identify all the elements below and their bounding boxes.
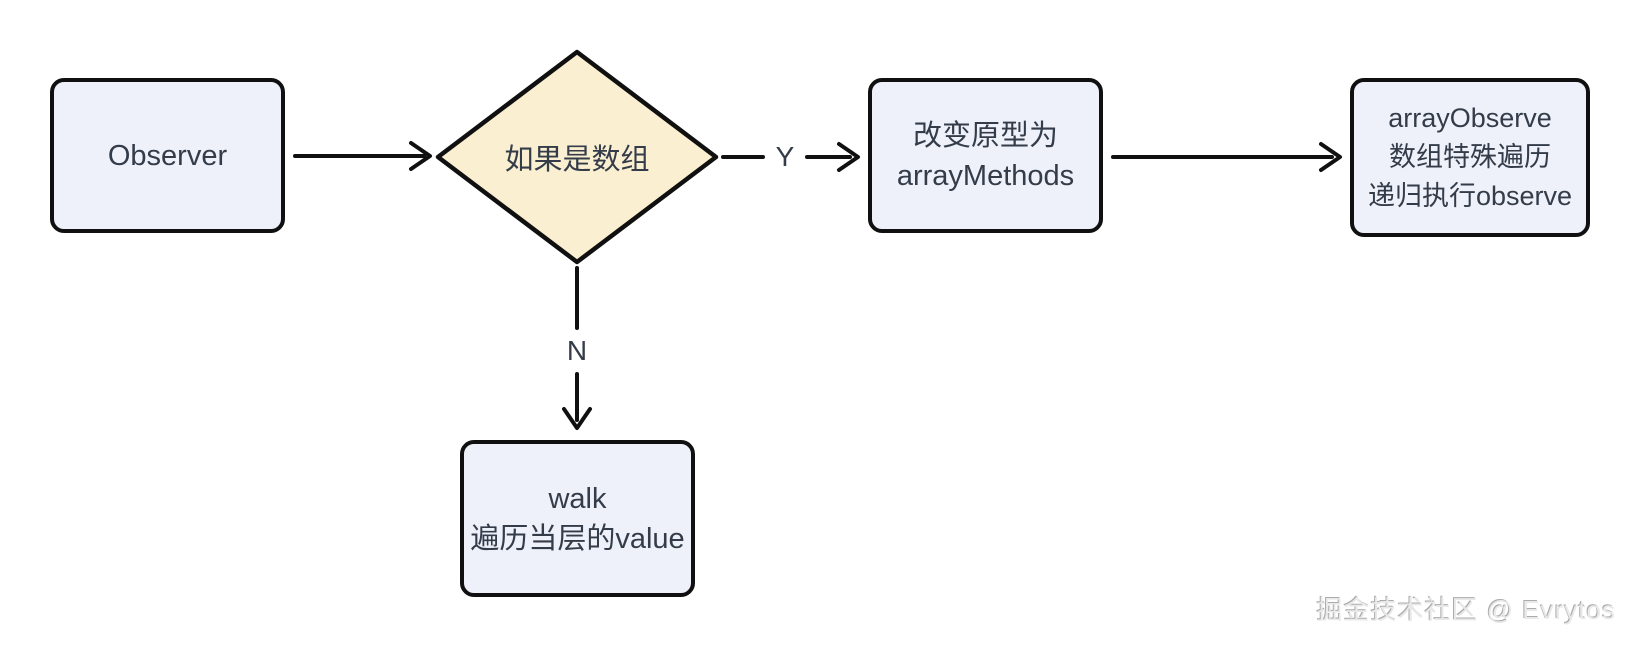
node-walk: walk 遍历当层的value <box>460 440 695 597</box>
node-array-methods: 改变原型为 arrayMethods <box>868 78 1103 233</box>
node-observer-label: Observer <box>107 139 228 172</box>
node-observer: Observer <box>50 78 285 233</box>
decision-diamond-shape <box>435 49 719 265</box>
edge-label-yes: Y <box>768 138 802 176</box>
node-array-observe-line: arrayObserve <box>1388 103 1552 133</box>
node-walk-line: walk <box>548 482 607 515</box>
arrowhead-down-icon <box>562 407 592 430</box>
arrowhead-right-icon <box>1319 142 1342 172</box>
node-array-observe-line: 递归执行observe <box>1367 181 1573 211</box>
watermark-text: 掘金技术社区 @ Evrytos <box>1316 595 1616 625</box>
node-array-methods-line: arrayMethods <box>896 159 1075 192</box>
edge-decision-arraymethods <box>721 142 860 172</box>
node-array-observe-line: 数组特殊遍历 <box>1389 142 1551 172</box>
arrowhead-right-icon <box>409 141 432 171</box>
edge-observer-decision <box>293 141 432 171</box>
node-decision-label: 如果是数组 <box>504 144 650 176</box>
edge-arraymethods-arrayobserve <box>1111 142 1342 172</box>
edge-label-no: N <box>560 332 594 370</box>
node-array-methods-line: 改变原型为 <box>912 119 1058 152</box>
arrowhead-right-icon <box>837 142 860 172</box>
node-walk-line: 遍历当层的value <box>470 522 685 555</box>
edge-decision-walk <box>562 266 592 430</box>
node-array-observe: arrayObserve 数组特殊遍历 递归执行observe <box>1350 78 1590 237</box>
